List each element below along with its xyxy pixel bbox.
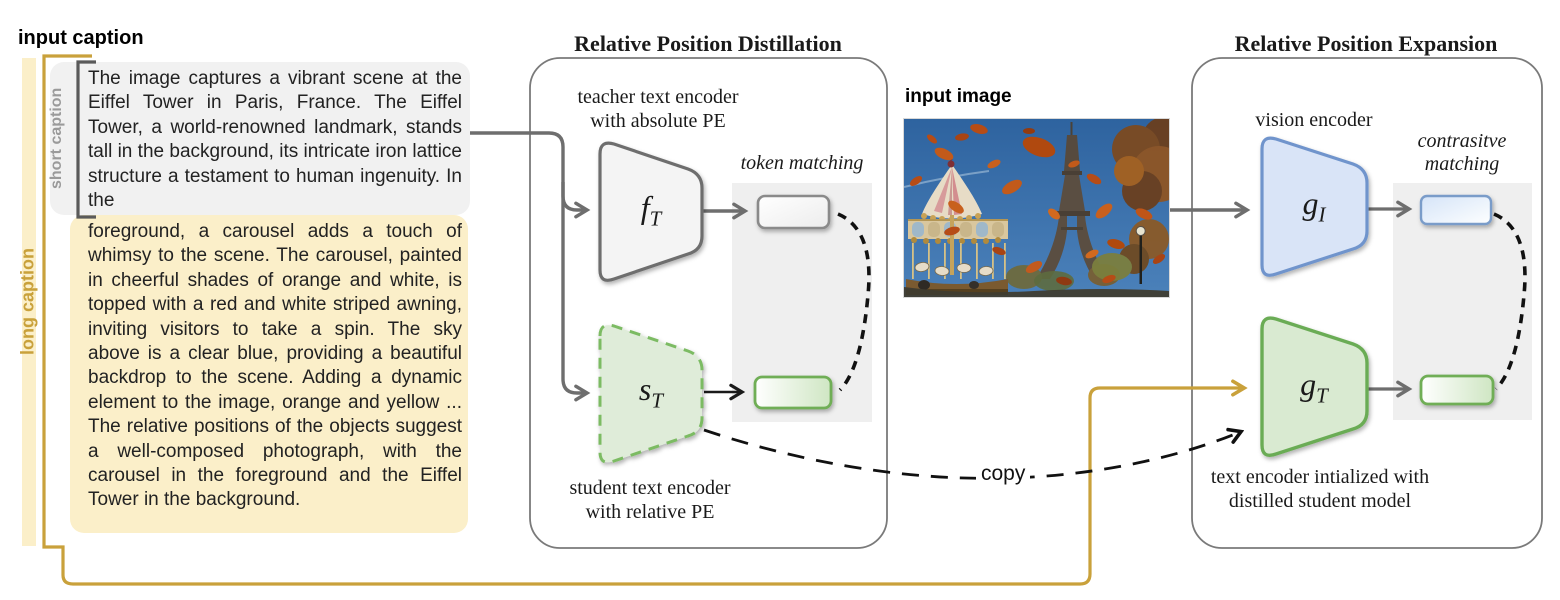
text-encoder-label: text encoder intialized with distilled s… — [1210, 466, 1430, 512]
input-image-header: input image — [905, 86, 1012, 107]
student-token-chip — [753, 375, 833, 410]
vision-encoder-symbol: gI — [1302, 185, 1326, 227]
token-matching-arc — [837, 212, 871, 392]
token-matching-box — [732, 183, 872, 422]
text-embedding-chip — [1419, 374, 1495, 406]
contrastive-matching-label: contrasitve matching — [1417, 130, 1507, 175]
student-encoder-symbol: sT — [638, 371, 664, 413]
vision-embedding-chip — [1419, 194, 1493, 226]
contrastive-matching-box — [1393, 183, 1532, 420]
copy-connector — [703, 430, 1240, 480]
student-encoder-label: student text encoder with relative PE — [569, 477, 731, 523]
input-image-photo — [903, 118, 1170, 298]
caption-to-student-connector — [470, 131, 591, 402]
copy-label: copy — [976, 462, 1031, 486]
teacher-encoder-label: teacher text encoder with absolute PE — [577, 86, 739, 132]
distillation-panel-title: Relative Position Distillation — [574, 31, 842, 56]
long-caption-bar — [22, 58, 36, 546]
token-matching-label: token matching — [740, 152, 864, 174]
input-caption-header: input caption — [18, 27, 144, 49]
vision-encoder-label: vision encoder — [1255, 109, 1373, 131]
teacher-encoder-symbol: fT — [640, 189, 662, 231]
short-caption-text: The image captures a vibrant scene at th… — [88, 68, 462, 212]
teacher-token-chip — [756, 194, 831, 230]
text-encoder-symbol: gT — [1300, 366, 1328, 408]
caption-to-teacher-branch — [561, 182, 591, 219]
long-caption-text: foreground, a carousel adds a touch of w… — [88, 221, 462, 511]
short-caption-label: short caption — [48, 87, 65, 189]
expansion-panel-title: Relative Position Expansion — [1234, 31, 1498, 56]
contrastive-matching-arc — [1493, 212, 1527, 391]
